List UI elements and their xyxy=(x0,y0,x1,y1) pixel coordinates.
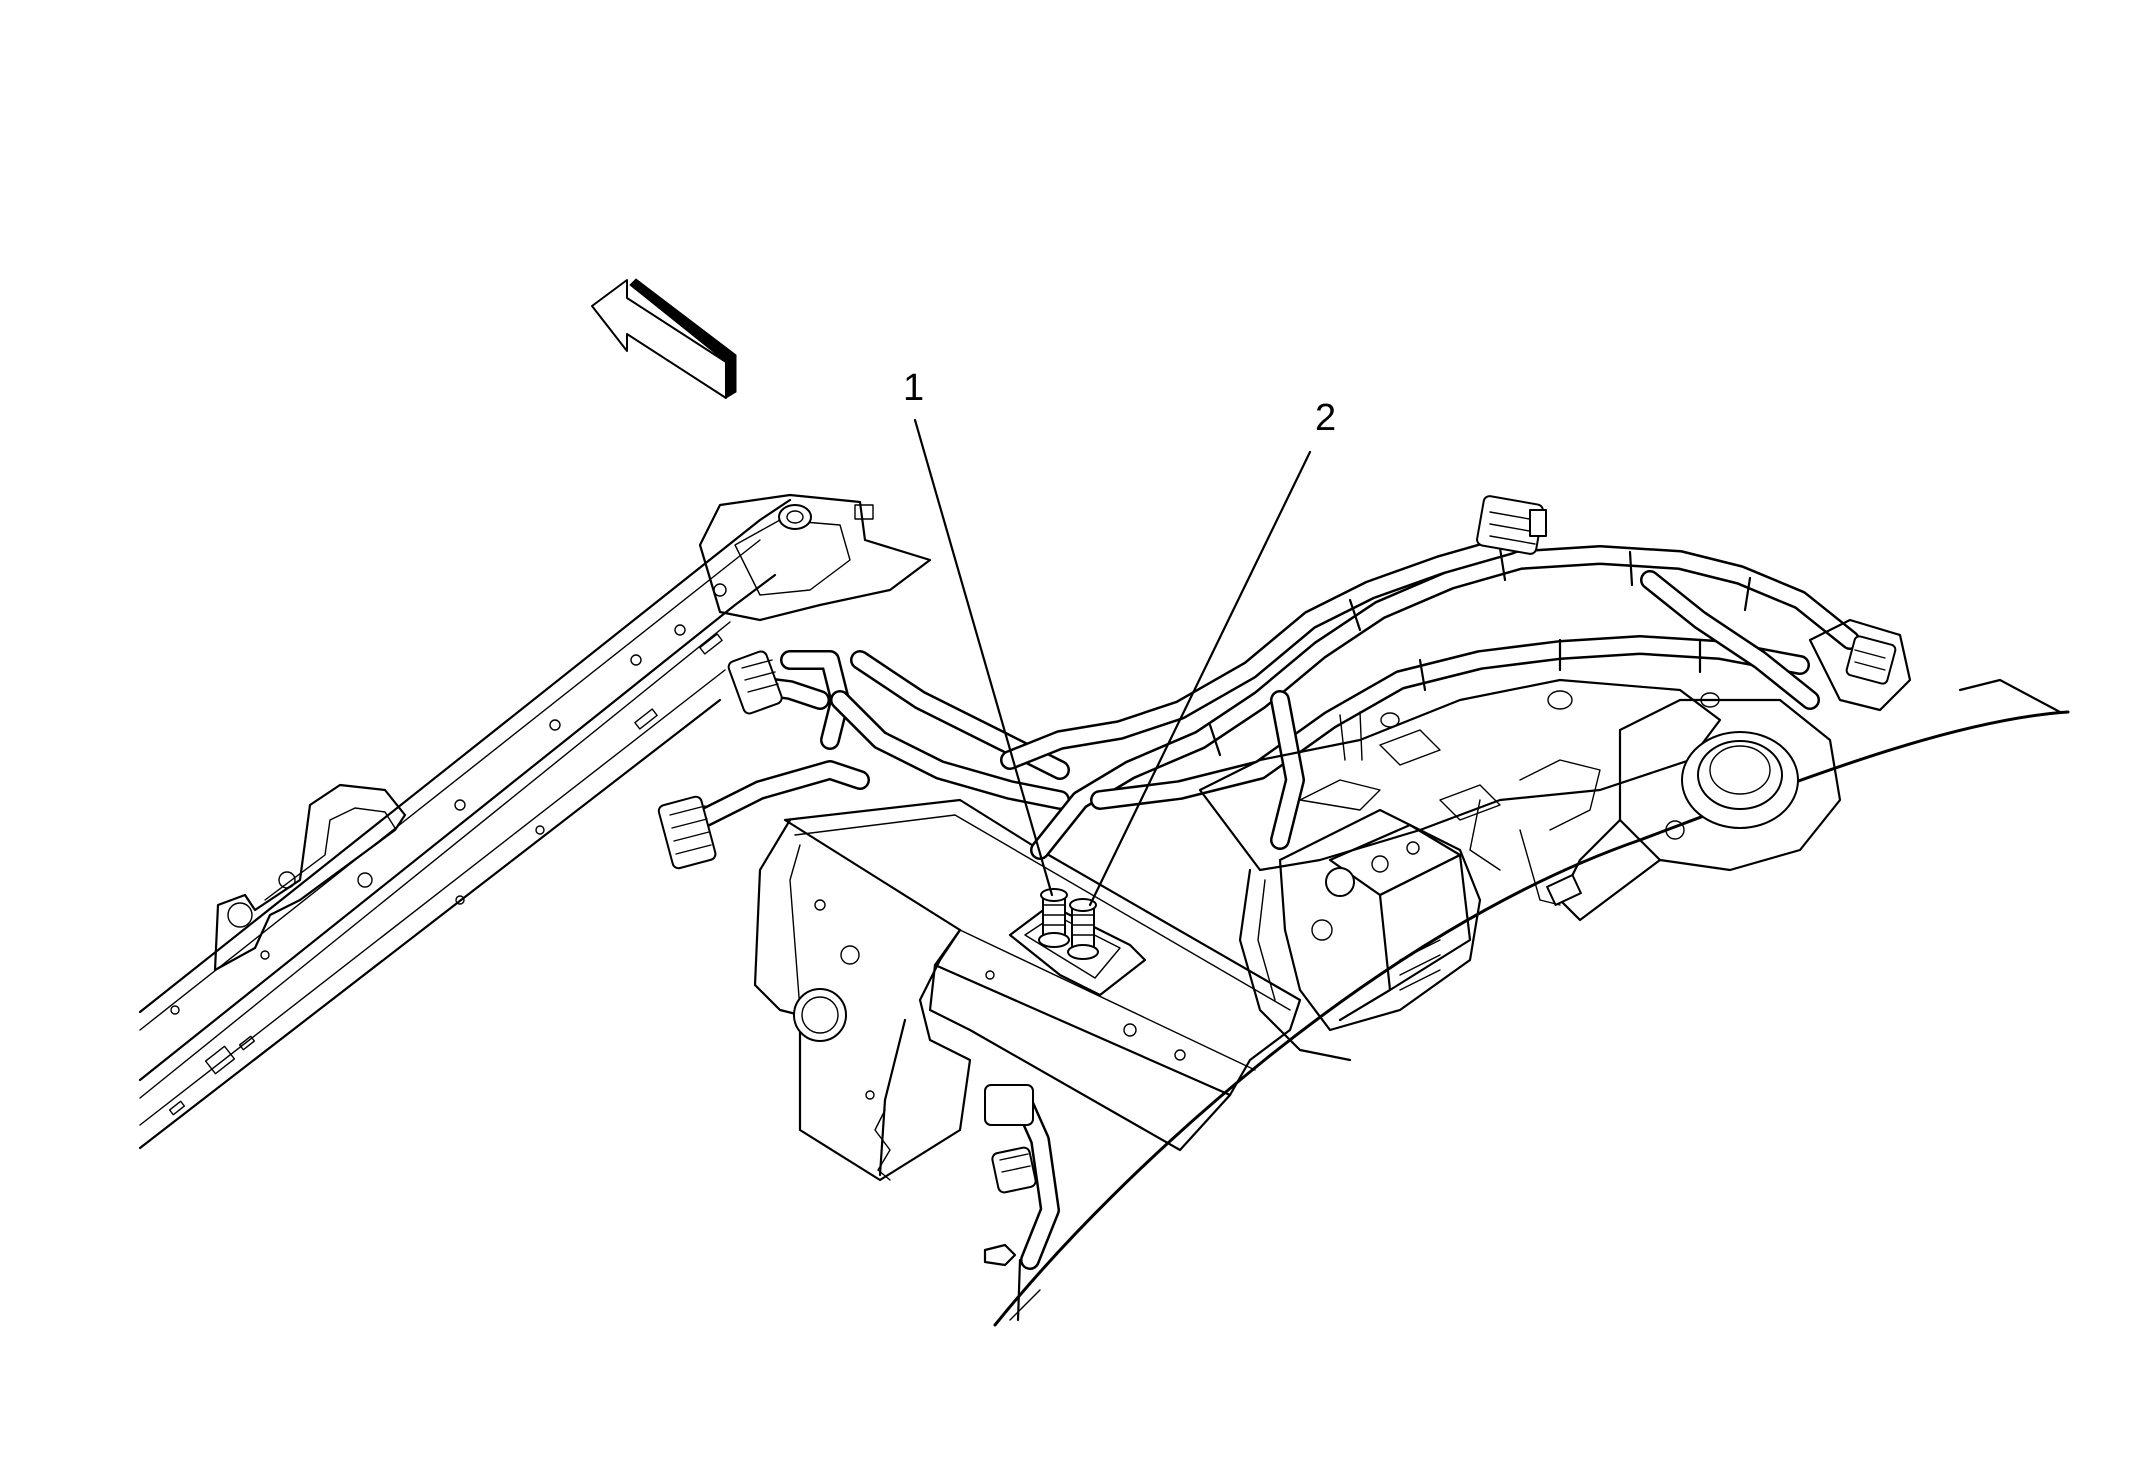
callout-1-leader xyxy=(913,418,1054,897)
callout-1: 1 xyxy=(903,367,1054,897)
front-direction-arrow-icon xyxy=(591,278,737,399)
wheelhouse-curve xyxy=(993,710,2070,1327)
harness-connector-left-upper xyxy=(727,650,783,715)
rear-body-structure xyxy=(1198,678,1722,872)
callout-2: 2 xyxy=(1088,397,1336,907)
callout-1-label: 1 xyxy=(903,367,924,409)
callout-2-leader xyxy=(1088,450,1312,907)
rear-round-mount xyxy=(1469,698,1842,922)
left-frame-rail xyxy=(138,493,932,1150)
left-wiring-harness xyxy=(690,650,1070,830)
ground-stud-2 xyxy=(1067,898,1099,960)
callout-2-label: 2 xyxy=(1315,397,1336,439)
harness-connector-left-lower xyxy=(657,795,717,870)
right-connector-bracket xyxy=(1808,618,2062,714)
lower-harness-connectors xyxy=(983,1084,1060,1322)
control-module xyxy=(1238,808,1482,1062)
ground-stud-1 xyxy=(1038,888,1070,948)
main-wiring-harness xyxy=(1000,535,1860,860)
upper-harness-connector xyxy=(1476,495,1547,555)
cross-member-bracket xyxy=(753,798,1302,1182)
